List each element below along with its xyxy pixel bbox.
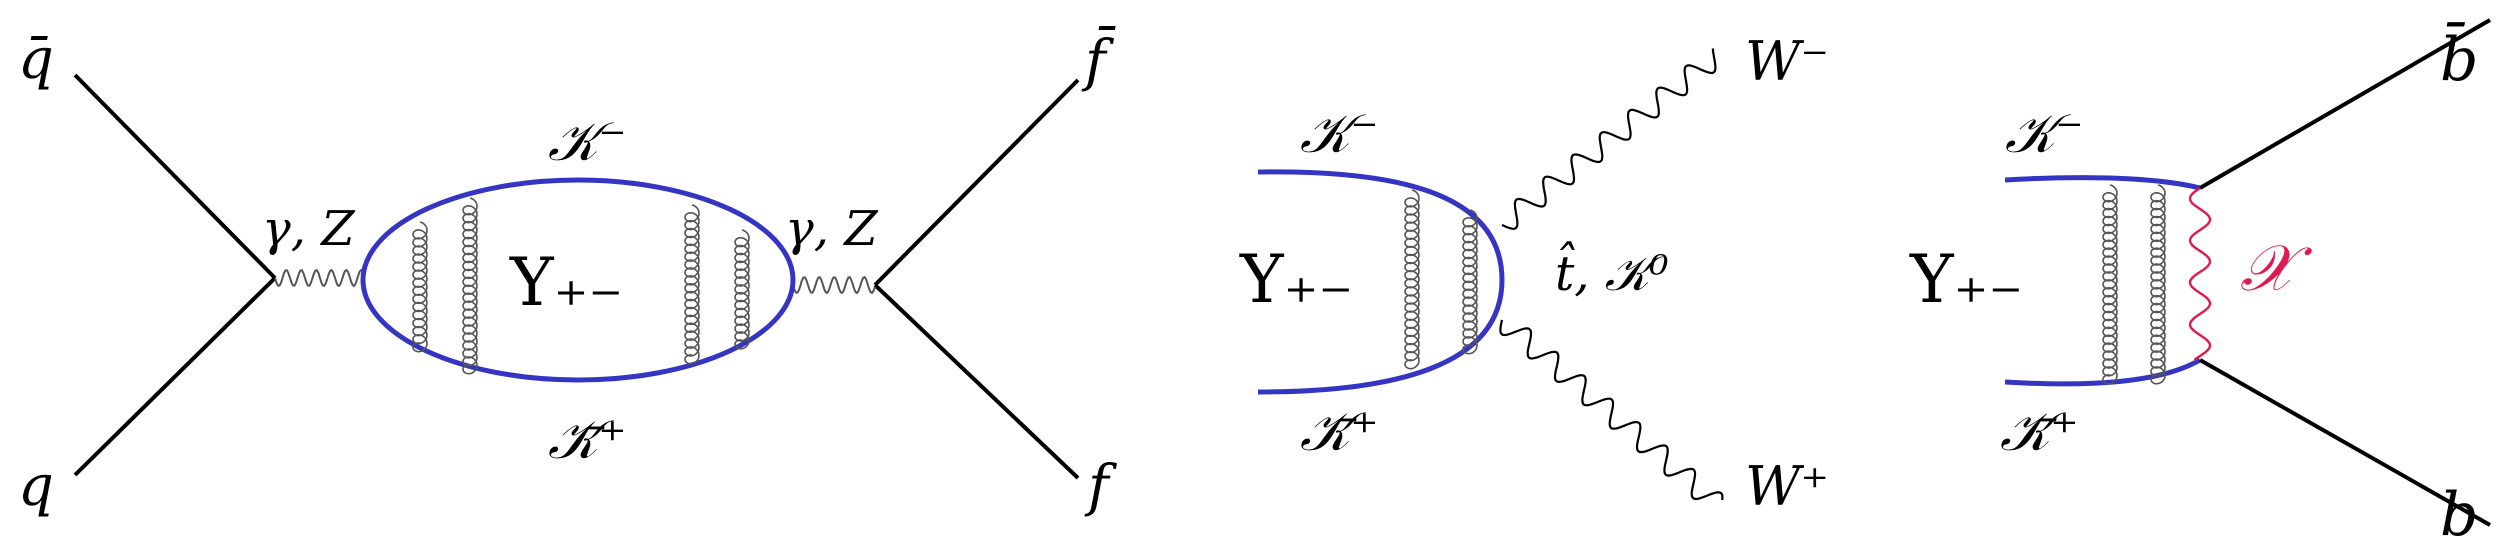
label-upsilon: Υ₊₋: [1909, 241, 2023, 318]
quark-line: [73, 276, 277, 477]
bound-state-loop: [360, 177, 796, 383]
gluon-line: [734, 229, 750, 350]
gluon-line: [1404, 189, 1420, 370]
label-kbar-plus: 𝒦̄⁺: [2000, 400, 2079, 463]
bound-state-arc-top: [2004, 175, 2201, 191]
gluon-line: [462, 197, 478, 375]
label-chi: 𝒳: [2240, 232, 2313, 306]
label-gamma-z-left: γ, Z: [262, 201, 356, 257]
label-fbar: f̄: [1081, 25, 1117, 94]
gluon-line: [2102, 184, 2118, 385]
gluon-line: [412, 221, 428, 353]
label-kbar-plus: 𝒦̄⁺: [548, 408, 627, 471]
label-upsilon: Υ₊₋: [1239, 241, 1353, 318]
gluon-line: [1462, 209, 1478, 355]
diagram-annihilation: q̄ q f̄ f γ, Z γ, Z 𝒦⁻ 𝒦̄⁺ Υ₊₋: [18, 25, 1118, 519]
label-kbar-plus: 𝒦̄⁺: [1300, 400, 1379, 463]
bound-state-arc: [1257, 169, 1505, 395]
gluon-line: [684, 204, 700, 365]
label-b-bar: b̄: [2440, 22, 2478, 95]
label-k-minus: 𝒦⁻: [2005, 102, 2084, 165]
label-upsilon: Υ₊₋: [509, 244, 623, 321]
w-plus-boson: [1499, 319, 1724, 501]
fermion-line: [873, 283, 1080, 480]
photon-z-propagator-right: [792, 275, 876, 295]
diagram-ww-decay: 𝒦⁻ 𝒦̄⁺ Υ₊₋ W⁻ W⁺ t̂, 𝒦⁰: [1239, 30, 1829, 518]
label-qbar: q̄: [18, 27, 54, 92]
label-b: b: [2440, 480, 2478, 546]
label-k-minus: 𝒦⁻: [1300, 102, 1379, 165]
label-vertex-t-k0: t̂, 𝒦⁰: [1555, 241, 1669, 302]
label-f: f: [1084, 454, 1118, 519]
b-quark-line: [2199, 358, 2491, 527]
gluon-line: [2150, 184, 2166, 385]
label-gamma-z-right: γ, Z: [785, 201, 879, 257]
photon-z-propagator-left: [274, 268, 364, 288]
label-w-minus: W⁻: [1745, 30, 1829, 93]
quark-bar-line: [73, 73, 277, 280]
chi-mediator: [2188, 187, 2212, 361]
w-minus-boson: [1501, 48, 1717, 230]
diagram-bb-decay: 𝒦⁻ 𝒦̄⁺ Υ₊₋ b̄ b 𝒳: [1909, 18, 2492, 546]
bound-state-arc-bottom: [2004, 357, 2202, 387]
label-k-minus: 𝒦⁻: [548, 110, 627, 173]
label-q: q: [18, 454, 54, 519]
fermion-bar-line: [873, 78, 1080, 287]
b-bar-quark-line: [2198, 18, 2492, 190]
label-w-plus: W⁺: [1745, 455, 1829, 518]
